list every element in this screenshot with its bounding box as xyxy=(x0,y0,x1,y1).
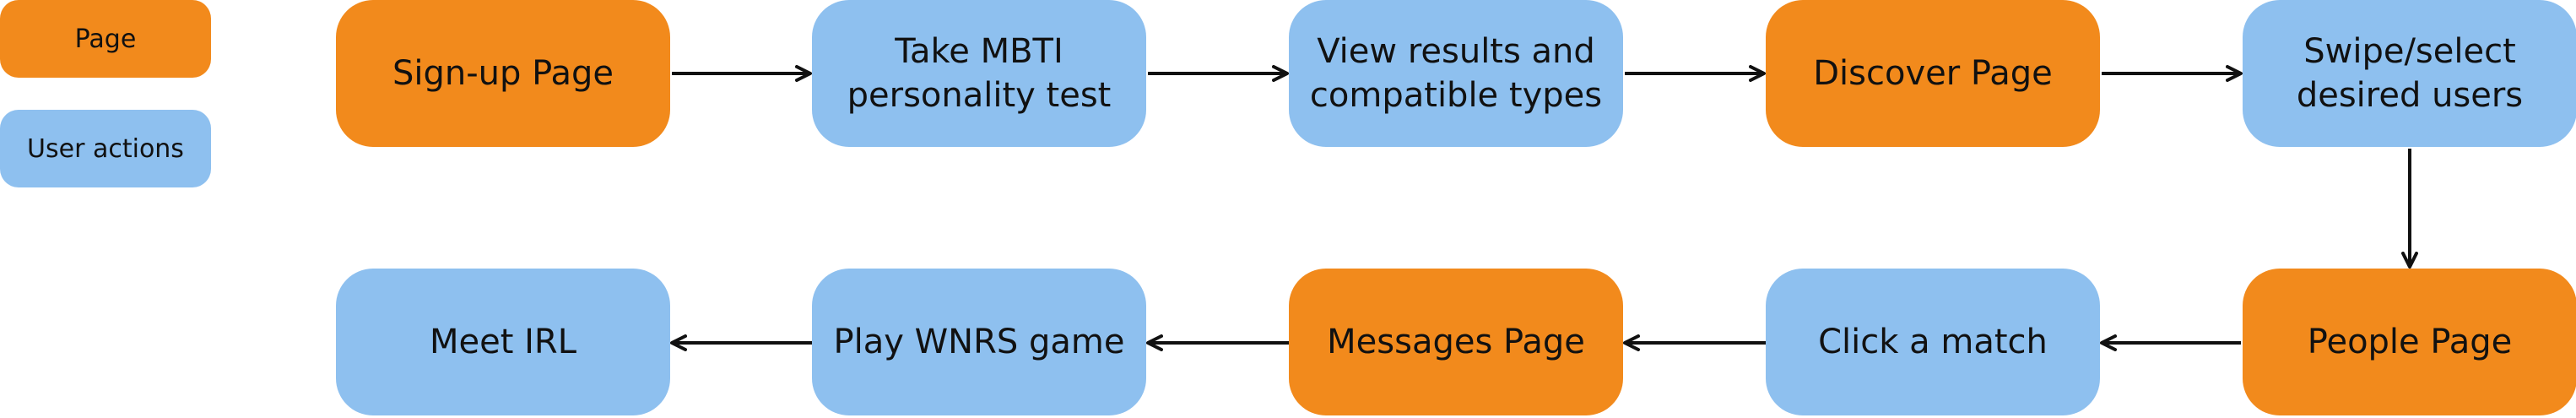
legend-page-swatch: Page xyxy=(0,0,211,78)
node-messages-page-label: Messages Page xyxy=(1327,323,1585,361)
node-play-wnrs-label: Play WNRS game xyxy=(833,323,1125,361)
node-view-results: View results and compatible types xyxy=(1289,0,1623,147)
node-discover-page: Discover Page xyxy=(1766,0,2100,147)
node-click-match: Click a match xyxy=(1766,269,2100,415)
node-signup-page-label: Sign-up Page xyxy=(392,54,614,93)
node-swipe-select: Swipe/select desired users xyxy=(2243,0,2576,147)
node-take-mbti-test-label: Take MBTI personality test xyxy=(847,32,1112,115)
legend-page-label: Page xyxy=(74,24,137,54)
node-people-page: People Page xyxy=(2243,269,2576,415)
legend-user-actions-swatch: User actions xyxy=(0,110,211,187)
node-swipe-select-label: Swipe/select desired users xyxy=(2296,32,2524,115)
node-signup-page: Sign-up Page xyxy=(336,0,670,147)
node-people-page-label: People Page xyxy=(2307,323,2513,361)
node-play-wnrs: Play WNRS game xyxy=(812,269,1146,415)
node-click-match-label: Click a match xyxy=(1818,323,2048,361)
legend-user-actions-label: User actions xyxy=(27,133,184,164)
node-view-results-label: View results and compatible types xyxy=(1309,32,1603,115)
node-take-mbti-test: Take MBTI personality test xyxy=(812,0,1146,147)
node-meet-irl: Meet IRL xyxy=(336,269,670,415)
node-messages-page: Messages Page xyxy=(1289,269,1623,415)
node-meet-irl-label: Meet IRL xyxy=(429,323,576,361)
node-discover-page-label: Discover Page xyxy=(1813,54,2053,93)
